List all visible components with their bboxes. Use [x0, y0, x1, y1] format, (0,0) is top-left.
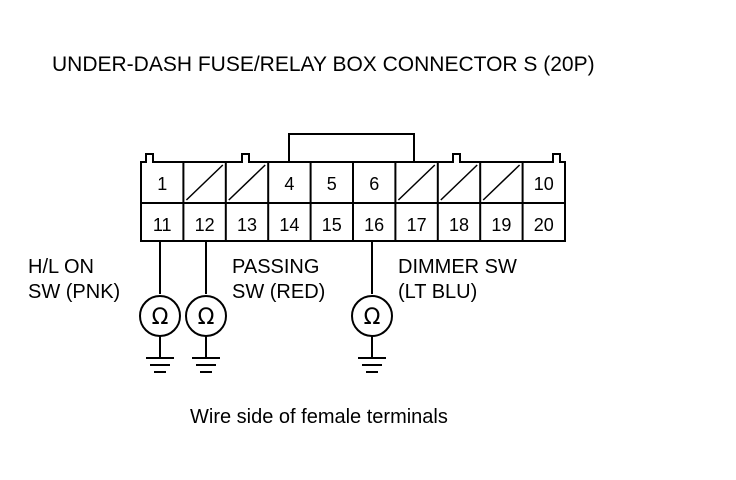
empty-cavity-slash	[397, 164, 436, 201]
ohmmeter-probe-12: Ω	[185, 241, 227, 373]
terminal-5: 5	[327, 174, 337, 194]
empty-cavity-slash	[440, 164, 478, 201]
dimmer-sw-label-line1: DIMMER SW	[398, 256, 517, 278]
terminal-12: 12	[195, 215, 215, 235]
terminal-11: 11	[153, 215, 172, 235]
connector-body	[140, 133, 566, 242]
terminal-20: 20	[534, 215, 554, 235]
terminal-18: 18	[449, 215, 469, 235]
terminal-4: 4	[284, 174, 294, 194]
ground-icon	[358, 357, 386, 373]
terminal-15: 15	[322, 215, 342, 235]
connector-top-row: 1 4 5 6 10	[157, 174, 554, 194]
connector-latch	[288, 133, 415, 163]
terminal-19: 19	[491, 215, 511, 235]
terminal-16: 16	[364, 215, 384, 235]
terminal-17: 17	[407, 215, 427, 235]
dimmer-sw-label-line2: (LT BLU)	[398, 281, 477, 303]
passing-sw-label-line1: PASSING	[232, 256, 319, 278]
terminal-14: 14	[279, 215, 299, 235]
ground-icon	[146, 357, 174, 373]
diagram-caption: Wire side of female terminals	[190, 406, 448, 428]
ohmmeter-probe-16: Ω	[351, 241, 393, 373]
empty-cavity-slash	[482, 164, 521, 201]
ohm-symbol: Ω	[364, 305, 381, 330]
terminal-13: 13	[237, 215, 257, 235]
ground-icon	[192, 357, 220, 373]
terminal-10: 10	[534, 174, 554, 194]
terminal-6: 6	[369, 174, 379, 194]
passing-sw-label-line2: SW (RED)	[232, 281, 325, 303]
empty-cavity-slash	[228, 164, 266, 201]
hl-on-sw-label-line1: H/L ON	[28, 256, 94, 278]
ohmmeter-probe-11: Ω	[139, 241, 181, 373]
ohm-symbol: Ω	[152, 305, 169, 330]
empty-cavity-slash	[185, 164, 224, 201]
terminal-1: 1	[157, 174, 167, 194]
connector-bottom-row: 11 12 13 14 15 16 17 18 19 20	[153, 215, 554, 235]
ohm-symbol: Ω	[198, 305, 215, 330]
hl-on-sw-label-line2: SW (PNK)	[28, 281, 120, 303]
diagram-title: UNDER-DASH FUSE/RELAY BOX CONNECTOR S (2…	[52, 53, 595, 76]
